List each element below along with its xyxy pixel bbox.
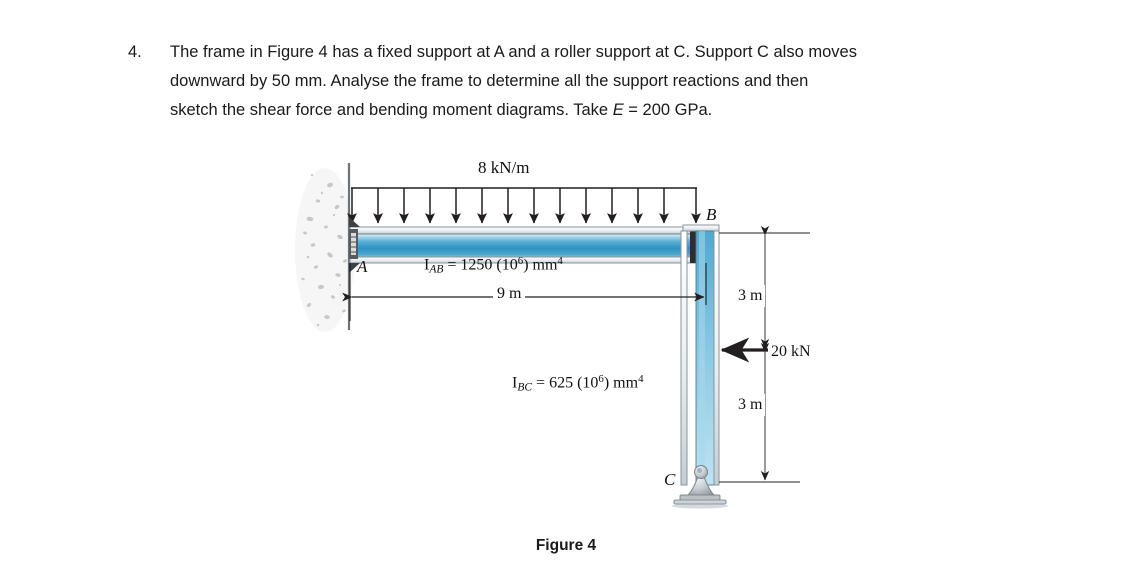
inertia-ab-units-exponent: 4 (557, 255, 563, 267)
dimension-span-ab (342, 263, 707, 321)
height-upper-dimension-label: 3 m (735, 285, 766, 307)
inertia-bc-symbol: I (512, 374, 518, 392)
joint-b-label: B (706, 205, 717, 224)
problem-number: 4. (128, 43, 142, 61)
inertia-bc-label: IBC = 625 (106) mm4 (512, 373, 644, 393)
inertia-ab-subscript: AB (429, 263, 444, 276)
joint-a-label: A (357, 257, 368, 276)
frame-diagram (295, 163, 810, 509)
inertia-ab-symbol: I (424, 256, 430, 274)
problem-text: The frame in Figure 4 has a fixed suppor… (170, 38, 1068, 125)
distributed-load-label: 8 kN/m (478, 158, 530, 177)
fixed-connection-a (349, 217, 360, 273)
column-bc (680, 230, 720, 486)
height-lower-dimension-label: 3 m (735, 394, 766, 416)
distributed-load-arrows (347, 187, 701, 224)
inertia-ab-exponent: 6 (517, 255, 524, 267)
problem-line-1: The frame in Figure 4 has a fixed suppor… (170, 43, 857, 61)
roller-support-c (672, 465, 728, 509)
problem-statement: 4. The frame in Figure 4 has a fixed sup… (128, 38, 1068, 125)
inertia-bc-subscript: BC (517, 381, 533, 394)
inertia-ab-value: = 1250 (10 (443, 256, 518, 274)
inertia-ab-units: ) mm (523, 256, 558, 274)
inertia-bc-value: = 625 (10 (532, 374, 599, 392)
inertia-ab-label: IAB = 1250 (106) mm4 (424, 255, 563, 275)
inertia-bc-units-exponent: 4 (638, 373, 644, 385)
inertia-bc-exponent: 6 (598, 373, 604, 385)
figure-4: 8 kN/m A B C IAB = 1250 (106) mm4 IBC = … (0, 145, 1132, 573)
figure-caption: Figure 4 (535, 537, 597, 554)
inertia-bc-units: ) mm (603, 374, 639, 392)
joint-c-label: C (664, 470, 676, 489)
fixed-support-wall (295, 163, 355, 332)
modulus-value: = 200 GPa. (623, 101, 713, 119)
span-ab-dimension-label: 9 m (493, 285, 526, 303)
modulus-symbol: E (612, 101, 624, 119)
problem-line-3-text: sketch the shear force and bending momen… (170, 101, 613, 119)
problem-line-2: downward by 50 mm. Analyse the frame to … (170, 72, 809, 90)
point-load-label: 20 kN (771, 343, 811, 360)
problem-line-3: sketch the shear force and bending momen… (170, 96, 1068, 125)
